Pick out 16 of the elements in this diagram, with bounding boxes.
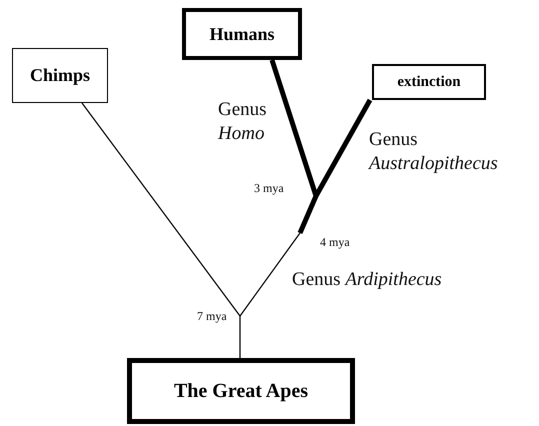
tree-branch [270, 59, 318, 197]
taxon-box: The Great Apes [127, 358, 355, 424]
branch-label: Genus Homo [218, 98, 268, 146]
tree-branch [82, 102, 240, 316]
taxon-box: extinction [372, 64, 486, 100]
tree-branch [298, 195, 318, 234]
branch-label: Genus Australopithecus [369, 128, 499, 176]
taxon-box: Humans [182, 8, 302, 60]
tree-branch [239, 316, 241, 358]
branch-label: 7 mya [197, 309, 227, 324]
tree-branch [240, 232, 300, 316]
tree-branch [314, 98, 372, 198]
taxon-box: Chimps [12, 48, 108, 103]
branch-label: Genus Ardipithecus [292, 268, 442, 292]
branch-label: 3 mya [254, 181, 284, 196]
branch-label: 4 mya [320, 235, 350, 250]
